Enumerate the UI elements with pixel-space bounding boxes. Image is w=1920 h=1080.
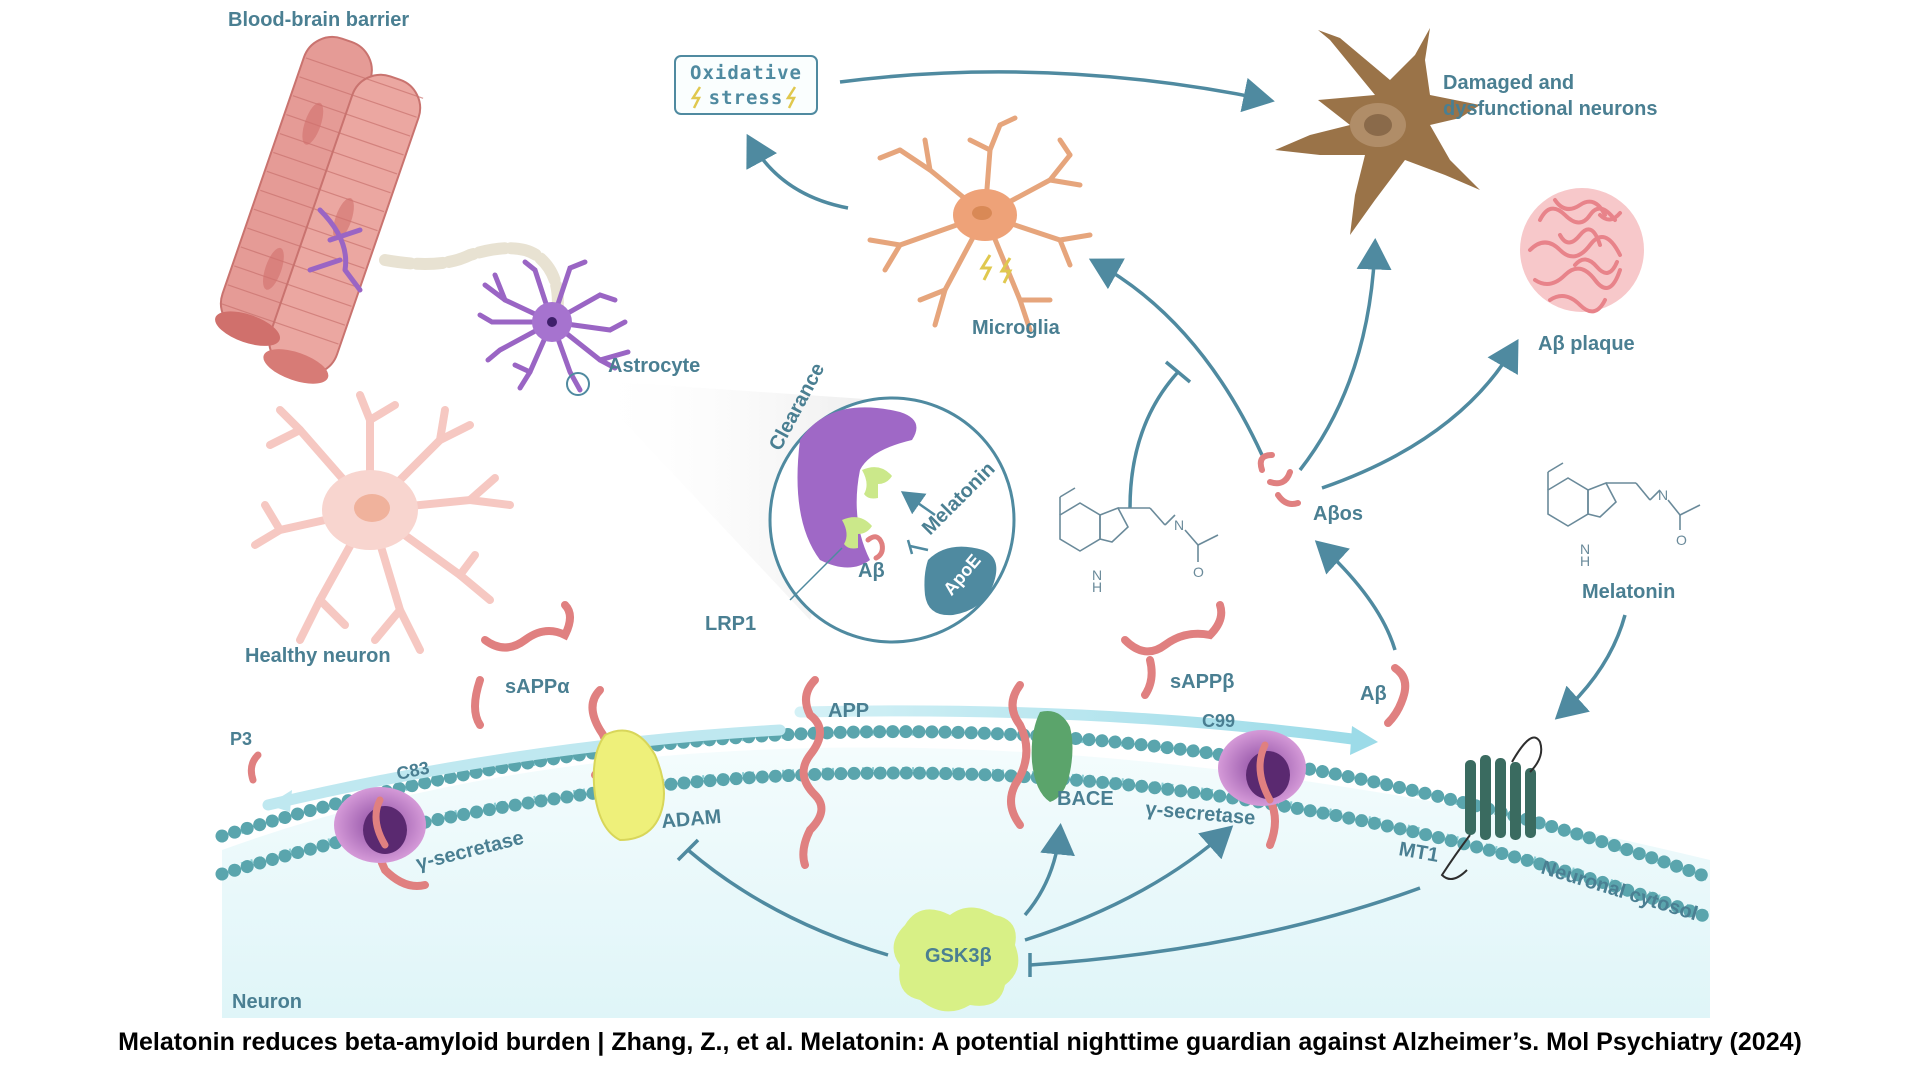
bace-enzyme [1031, 711, 1073, 802]
apoe-protein [924, 546, 997, 616]
svg-text:N: N [1092, 567, 1102, 583]
healthy-neuron-label: Healthy neuron [245, 645, 391, 667]
arrow-ab-to-abos [1314, 540, 1397, 651]
figure-caption: Melatonin reduces beta-amyloid burden | … [118, 1028, 1802, 1056]
svg-text:N: N [1658, 487, 1668, 503]
clearance-inset: Clearance Melatonin Aβ ApoE [765, 360, 1016, 644]
astrocyte-endfoot-shape [797, 407, 917, 568]
svg-text:O: O [1193, 564, 1204, 580]
inhibit-gsk-adam [686, 848, 889, 957]
abos-oligomer [1257, 452, 1301, 507]
arrow-gsk-gamma [1024, 825, 1234, 942]
c99-label: C99 [1202, 711, 1235, 731]
microglia [867, 115, 1093, 333]
amyloid-beta-inset-label: Aβ [858, 560, 885, 582]
damaged-neurons-label-line1: Damaged and [1443, 72, 1574, 94]
gsk3b-label: GSK3β [925, 945, 992, 967]
amyloid-plaque [1520, 188, 1644, 314]
gamma-secretase-right [1218, 730, 1306, 806]
amyloidogenic-flow-arrow [794, 705, 1366, 746]
astrocyte-process [379, 242, 564, 331]
inhibit-melatonin-microglia [1128, 370, 1180, 509]
app-label: APP [828, 700, 869, 722]
melatonin-molecule-left: H N N O [1059, 487, 1219, 595]
damaged-neurons-label-line2: dysfunctional neurons [1443, 98, 1657, 120]
oxidative-stress-label-line2: stress [709, 87, 784, 109]
gamma-secretase-left [334, 787, 426, 863]
arrow-gsk-bace [1023, 823, 1075, 917]
arrow-abos-to-microglia [1088, 258, 1264, 456]
ab-monomer [1384, 664, 1410, 727]
svg-text:H: H [1092, 579, 1102, 595]
lrp1-receptor [842, 467, 892, 549]
astrocyte [477, 259, 631, 393]
lightning-icon [979, 254, 1013, 284]
neuron-label: Neuron [232, 991, 302, 1013]
svg-text:H: H [1580, 553, 1590, 569]
ab-label: Aβ [1360, 683, 1387, 705]
abos-label: Aβos [1313, 503, 1363, 525]
damaged-neuron [1275, 28, 1480, 235]
oxidative-stress-label-line1: Oxidative [690, 62, 802, 84]
bace-label: BACE [1057, 788, 1114, 810]
ab-plaque-label: Aβ plaque [1538, 333, 1635, 355]
non-amyloidogenic-flow-arrow [262, 724, 786, 811]
arrow-melatonin-to-mt1 [1554, 614, 1627, 720]
gsk3b-kinase [893, 907, 1019, 1012]
inhibit-mt1-gsk [1029, 886, 1421, 967]
oxidative-stress-box: Oxidative stress [674, 55, 818, 115]
arrow-stress-to-damaged [839, 70, 1275, 113]
svg-text:O: O [1676, 532, 1687, 548]
microglia-label: Microglia [972, 317, 1061, 339]
arrow-abos-to-plaque [1321, 338, 1519, 490]
astrocyte-label: Astrocyte [608, 355, 700, 377]
sappa-label: sAPPα [505, 676, 570, 698]
p3-label: P3 [230, 729, 252, 749]
healthy-neuron [251, 391, 514, 654]
mt1-receptor [1465, 755, 1536, 840]
adam-enzyme [592, 729, 665, 842]
sappb-label: sAPPβ [1170, 671, 1234, 693]
melatonin-label: Melatonin [1582, 581, 1675, 603]
bbb-label: Blood-brain barrier [228, 9, 409, 31]
adam-label: ADAM [661, 806, 723, 833]
arrow-abos-to-damaged [1298, 238, 1392, 472]
svg-text:N: N [1174, 517, 1184, 533]
svg-text:N: N [1580, 541, 1590, 557]
amyloid-beta-inset [865, 534, 885, 561]
blood-vessel [215, 36, 424, 384]
melatonin-molecule-right: H N N O [1547, 462, 1701, 569]
arrow-microglia-to-stress [746, 133, 849, 210]
p3-fragment [247, 751, 262, 784]
lrp1-label: LRP1 [705, 613, 756, 635]
sappa-fragment [471, 601, 574, 729]
sappb-fragment [1121, 601, 1226, 699]
